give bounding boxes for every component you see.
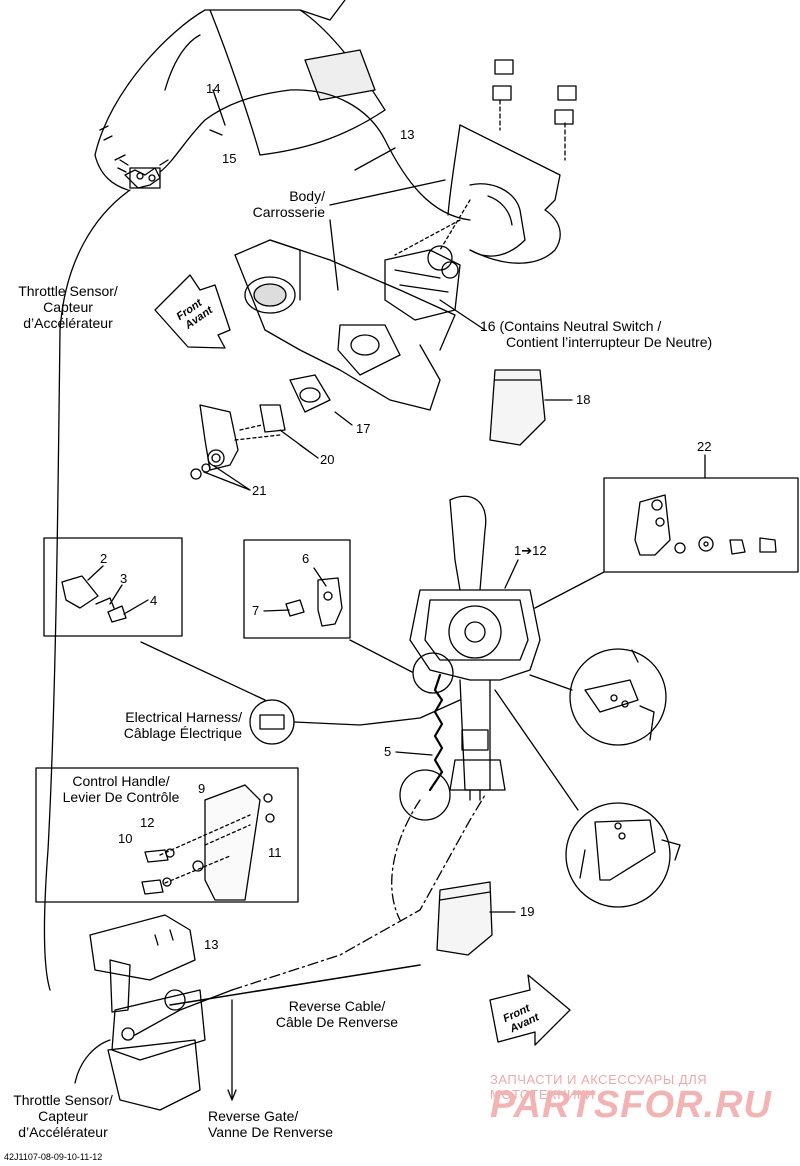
control-handle-assembly xyxy=(409,495,541,801)
parts-6-7-box xyxy=(243,539,351,639)
callout-17: 17 xyxy=(356,421,371,436)
leader-box22 xyxy=(534,571,605,609)
part-22-box xyxy=(603,454,799,573)
reverse-cable-label: Reverse Cable/ Câble De Renverse xyxy=(275,998,399,1030)
throttle-cable-lower xyxy=(134,989,233,1036)
parts-17-20-21 xyxy=(190,374,331,480)
throttle-sensor-label-bottom: Throttle Sensor/ Capteur d’Accélérateur xyxy=(13,1092,113,1140)
neutral-switch-assembly-16 xyxy=(384,199,471,321)
detail-circle-bottom xyxy=(565,802,671,908)
leader-circle-bottom xyxy=(494,689,579,811)
front-arrow-bottom xyxy=(489,974,571,1046)
throttle-sensor-top-assembly xyxy=(117,159,169,189)
watermark-tagline: ЗАПЧАСТИ И АКСЕССУАРЫ ДЛЯ МОТОТЕХНИКИ xyxy=(490,1072,708,1102)
callout-13-bottom: 13 xyxy=(204,937,219,952)
throttle-sensor-leader-arrow xyxy=(74,1039,111,1084)
detail-top-content xyxy=(584,649,655,741)
callout-7: 7 xyxy=(252,603,260,618)
front-arrow-top xyxy=(154,274,231,349)
detail-bottom-content xyxy=(579,819,681,881)
parts-2-3-4-box xyxy=(43,537,183,637)
detail-circle-harness xyxy=(249,699,295,745)
control-handle-parts-box xyxy=(35,767,299,903)
callout-10: 10 xyxy=(118,831,133,846)
callout-6: 6 xyxy=(302,551,310,566)
leader-box-6-7 xyxy=(349,639,413,673)
part-18-bag xyxy=(489,369,546,446)
arrow-head-reverse-gate xyxy=(227,1089,237,1101)
callout-2: 2 xyxy=(100,551,108,566)
harness-wire xyxy=(293,699,461,726)
control-handle-label: Control Handle/ Levier De Contrôle xyxy=(62,773,180,805)
reverse-gate-label: Reverse Gate/ Vanne De Renverse xyxy=(208,1108,334,1140)
throttle-sensor-long-leader xyxy=(43,189,131,991)
part-19-bag xyxy=(436,881,493,956)
callout-14: 14 xyxy=(206,81,221,96)
detail-circle-top xyxy=(569,648,667,746)
throttle-cable-dashed-lower xyxy=(391,799,421,921)
callout-18: 18 xyxy=(576,392,591,407)
detail-circle-handle xyxy=(412,652,454,694)
harness-connector xyxy=(259,714,285,730)
callout-3: 3 xyxy=(120,571,128,586)
callout-15: 15 xyxy=(222,151,237,166)
callout-11: 11 xyxy=(268,845,282,860)
leader-circle-top xyxy=(529,674,573,691)
callout-12: 12 xyxy=(140,815,155,830)
callout-1-12: 1➔12 xyxy=(514,543,547,558)
body-label: Body/ Carrosserie xyxy=(252,188,325,220)
callout-9: 9 xyxy=(198,781,206,796)
body-console xyxy=(234,124,561,411)
callout-19: 19 xyxy=(520,904,535,919)
callout-13-top: 13 xyxy=(400,127,415,142)
drawing-code: 42J1107-08-09-10-11-12 xyxy=(4,1152,103,1162)
lower-throttle-assembly xyxy=(89,914,206,1111)
callout-4: 4 xyxy=(150,593,158,608)
callout-21: 21 xyxy=(252,483,267,498)
callout-20: 20 xyxy=(320,452,335,467)
throttle-cable-13-top xyxy=(159,89,471,221)
clips-top-right xyxy=(492,59,577,161)
reverse-cable-dashed xyxy=(231,794,486,991)
callout-22: 22 xyxy=(697,439,712,454)
spring-5 xyxy=(428,673,444,792)
detail-circle-spring xyxy=(399,769,451,821)
electrical-harness-label: Electrical Harness/ Câblage Électrique xyxy=(123,709,242,741)
watermark-logo: PARTSFOR.RU xyxy=(490,1084,772,1126)
part16-label: 16 (Contains Neutral Switch / Contient l… xyxy=(480,318,713,350)
hull-top-part xyxy=(94,0,386,191)
callout-5: 5 xyxy=(384,744,392,759)
leader-harness xyxy=(140,641,266,701)
throttle-sensor-label-top: Throttle Sensor/ Capteur d’Accélérateur xyxy=(18,283,118,331)
